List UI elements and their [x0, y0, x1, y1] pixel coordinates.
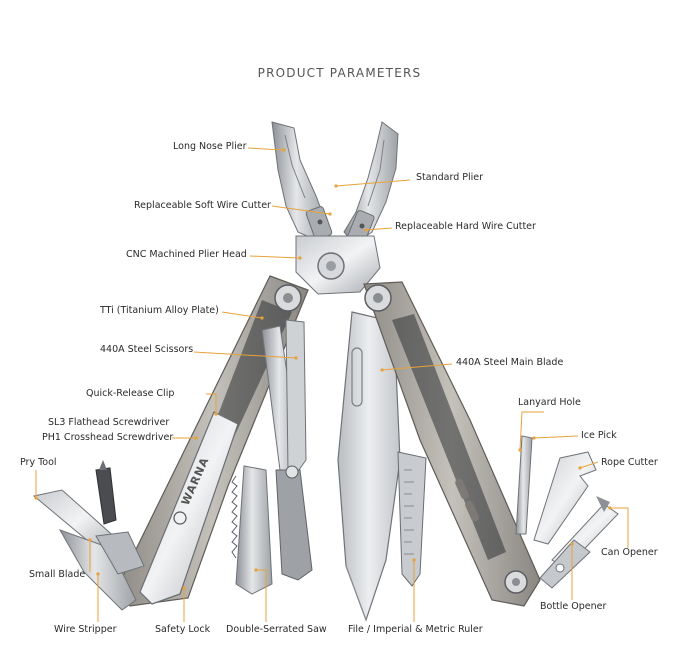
label-bottle-opener: Bottle Opener — [540, 601, 607, 612]
label-ruler: File / Imperial & Metric Ruler — [348, 624, 483, 635]
leader-can-opener — [610, 507, 629, 548]
wire-stripper — [95, 531, 145, 575]
label-scissors: 440A Steel Scissors — [100, 344, 194, 355]
leader-hard-wire-cutter — [365, 227, 393, 231]
leader-main-blade — [381, 363, 453, 371]
leader-soft-wire-cutter — [271, 205, 331, 215]
label-ice-pick: Ice Pick — [581, 430, 617, 441]
label-main-blade: 440A Steel Main Blade — [456, 357, 564, 368]
wire-cutter-inserts — [305, 206, 375, 244]
label-lanyard-hole: Lanyard Hole — [518, 397, 581, 408]
label-soft-wire-cutter: Replaceable Soft Wire Cutter — [134, 200, 271, 211]
label-can-opener: Can Opener — [601, 547, 658, 558]
label-pry-tool: Pry Tool — [20, 457, 57, 468]
file-ruler — [397, 451, 427, 587]
leader-standard-plier — [335, 179, 411, 187]
label-rope-cutter: Rope Cutter — [601, 457, 658, 468]
leader-lines — [34, 147, 629, 622]
page-title: PRODUCT PARAMETERS — [257, 66, 422, 80]
bottle-opener — [539, 539, 591, 589]
rope-cutter — [533, 451, 597, 545]
leader-scissors — [193, 351, 297, 359]
label-flathead-screwdriver: SL3 Flathead Screwdriver — [48, 417, 170, 428]
label-small-blade: Small Blade — [29, 569, 86, 580]
label-saw: Double-Serrated Saw — [226, 624, 327, 635]
label-standard-plier: Standard Plier — [416, 172, 483, 183]
plier-head — [295, 235, 381, 295]
ice-pick — [515, 435, 533, 535]
label-wire-stripper: Wire Stripper — [54, 624, 117, 635]
label-safety-lock: Safety Lock — [155, 624, 211, 635]
leader-ice-pick — [533, 435, 579, 439]
leader-plier-head — [249, 255, 301, 259]
leader-saw — [256, 569, 267, 622]
leader-clip — [206, 393, 217, 414]
leader-long-nose-plier — [247, 147, 285, 151]
label-crosshead-screwdriver: PH1 Crosshead Screwdriver — [42, 432, 174, 443]
leader-lanyard-hole — [519, 411, 544, 451]
saw-blade — [231, 465, 273, 595]
leader-rope-cutter — [579, 461, 599, 469]
label-hard-wire-cutter: Replaceable Hard Wire Cutter — [395, 221, 536, 232]
leader-titanium-plate — [221, 311, 263, 319]
label-plier-head: CNC Machined Plier Head — [126, 249, 247, 260]
right-handle — [363, 281, 541, 607]
scissors — [261, 319, 313, 581]
label-long-nose-plier: Long Nose Plier — [173, 141, 247, 152]
label-titanium-plate: TTi (Titanium Alloy Plate) — [100, 305, 219, 316]
screwdriver-bits — [95, 460, 117, 525]
label-quick-release-clip: Quick-Release Clip — [86, 388, 175, 399]
